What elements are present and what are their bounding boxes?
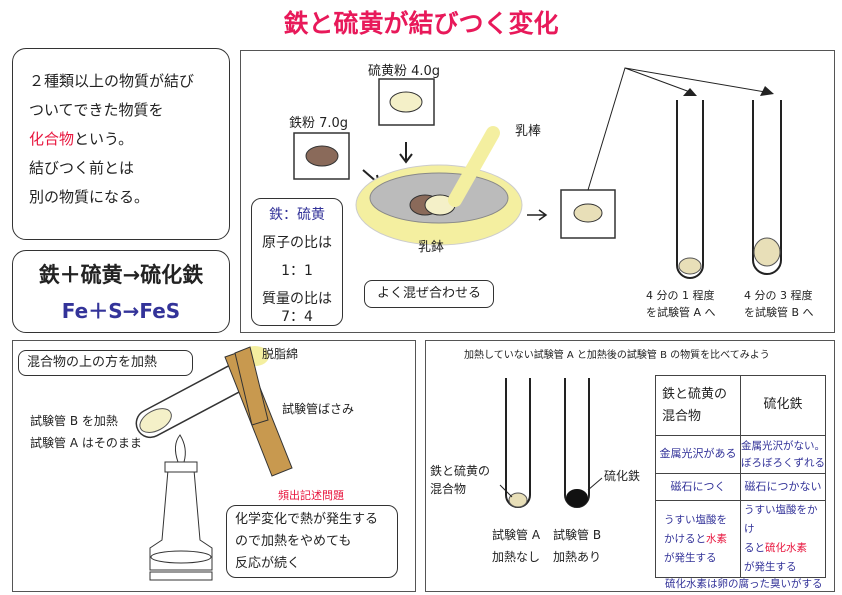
clamp-label: 試験管ばさみ — [282, 402, 355, 416]
caption-line: を試験管 A へ — [646, 306, 716, 319]
definition-line: ２種類以上の物質が結び — [29, 72, 195, 90]
cell: うすい塩酸をかけると水素が発生する — [655, 500, 741, 578]
equation-box: 鉄＋硫黄→硫化鉄 Fe＋S→FeS — [12, 250, 230, 333]
cell-line: ぼろぼろくずれる — [741, 456, 825, 469]
tube-a-caption: 4 分の 1 程度を試験管 A へ — [646, 287, 716, 321]
label-line: 試験管 B — [553, 528, 602, 542]
mortar-label: 乳鉢 — [418, 240, 445, 255]
cell-line: が発生する — [744, 561, 797, 573]
caption-line: を試験管 B へ — [744, 306, 814, 319]
answer-line: 反応が続く — [235, 556, 301, 571]
definition-line: 別の物質になる。 — [29, 188, 150, 206]
cell-line: 金属光沢がない。 — [741, 439, 825, 452]
iron-label: 鉄粉 7.0g — [289, 116, 349, 131]
compare-heading: 加熱していない試験管 A と加熱後の試験管 B の物質を比べてみよう — [464, 350, 770, 361]
mixture-tube-label: 鉄と硫黄の混合物 — [430, 462, 490, 498]
caption-line: 4 分の 1 程度 — [646, 289, 715, 302]
smell-note: 硫化水素は卵の腐った臭いがする — [665, 578, 823, 590]
cell: 磁石につかない — [740, 473, 826, 501]
mix-instruction: よく混ぜ合わせる — [364, 280, 494, 308]
answer-line: ので加熱をやめても — [235, 534, 352, 549]
frequent-question-label: 頻出記述問題 — [278, 489, 344, 502]
heat-instruction: 混合物の上の方を加熱 — [18, 350, 193, 376]
header-fes: 硫化鉄 — [740, 375, 826, 436]
header-mixture: 鉄と硫黄の混合物 — [655, 375, 741, 436]
label-line: 加熱なし — [492, 550, 541, 564]
mass-ratio-label: 質量の比は — [262, 291, 332, 307]
tube-a-label: 試験管 A 加熱なし — [492, 524, 540, 568]
cell-text: かけると — [664, 532, 706, 545]
comparison-table: 鉄と硫黄の混合物硫化鉄 金属光沢がある金属光沢がない。ぼろぼろくずれる 磁石につ… — [655, 375, 826, 578]
page-title: 鉄と硫黄が結びつく変化 — [283, 9, 559, 38]
atom-ratio-label: 原子の比は — [262, 235, 332, 251]
cell-line: うすい塩酸をかけ — [744, 504, 818, 535]
fes-tube-label: 硫化鉄 — [604, 469, 641, 483]
tube-b-heat-label: 試験管 B を加熱 — [30, 414, 118, 428]
label-line: 試験管 A — [492, 528, 541, 542]
tube-b-caption: 4 分の 3 程度を試験管 B へ — [744, 287, 814, 321]
answer-box: 化学変化で熱が発生する ので加熱をやめても 反応が続く — [226, 505, 398, 578]
mass-ratio: 7：4 — [281, 309, 313, 325]
atom-ratio: 1：1 — [281, 263, 313, 279]
label-line: 加熱あり — [553, 550, 602, 564]
sulfur-label: 硫黄粉 4.0g — [368, 64, 441, 79]
cell-text: ると — [744, 542, 765, 554]
answer-line: 化学変化で熱が発生する — [235, 512, 379, 527]
ratio-title: 鉄：硫黄 — [269, 207, 325, 223]
cell-line: うすい塩酸を — [664, 513, 727, 526]
cell: 金属光沢がない。ぼろぼろくずれる — [740, 435, 826, 474]
cell-line: が発生する — [664, 551, 717, 564]
definition-line: ついてできた物質を — [29, 101, 164, 119]
word-equation: 鉄＋硫黄→硫化鉄 — [38, 263, 204, 287]
label-line: 混合物 — [430, 482, 467, 496]
hydrogen-sulfide-term: 硫化水素 — [765, 542, 807, 554]
definition-line: 結びつく前とは — [29, 159, 135, 177]
tube-a-keep-label: 試験管 A はそのまま — [30, 436, 142, 450]
header-line: 鉄と硫黄の — [662, 386, 728, 402]
cotton-label: 脱脂綿 — [262, 347, 299, 361]
tube-b-label: 試験管 B 加熱あり — [553, 524, 601, 568]
chemical-equation: Fe＋S→FeS — [61, 299, 181, 323]
ratio-box: 鉄：硫黄 原子の比は 1：1 質量の比は — [251, 198, 343, 326]
hydrogen-term: 水素 — [706, 532, 727, 545]
pestle-label: 乳棒 — [515, 124, 542, 139]
definition-line: という。 — [74, 130, 134, 148]
label-line: 鉄と硫黄の — [430, 464, 491, 478]
compound-term: 化合物 — [29, 130, 75, 148]
definition-box: ２種類以上の物質が結び ついてできた物質を 化合物という。 結びつく前とは 別の… — [12, 48, 230, 240]
cell: 金属光沢がある — [655, 435, 741, 474]
caption-line: 4 分の 3 程度 — [744, 289, 813, 302]
header-line: 混合物 — [662, 408, 702, 424]
cell: うすい塩酸をかけると硫化水素が発生する — [740, 500, 826, 578]
cell: 磁石につく — [655, 473, 741, 501]
